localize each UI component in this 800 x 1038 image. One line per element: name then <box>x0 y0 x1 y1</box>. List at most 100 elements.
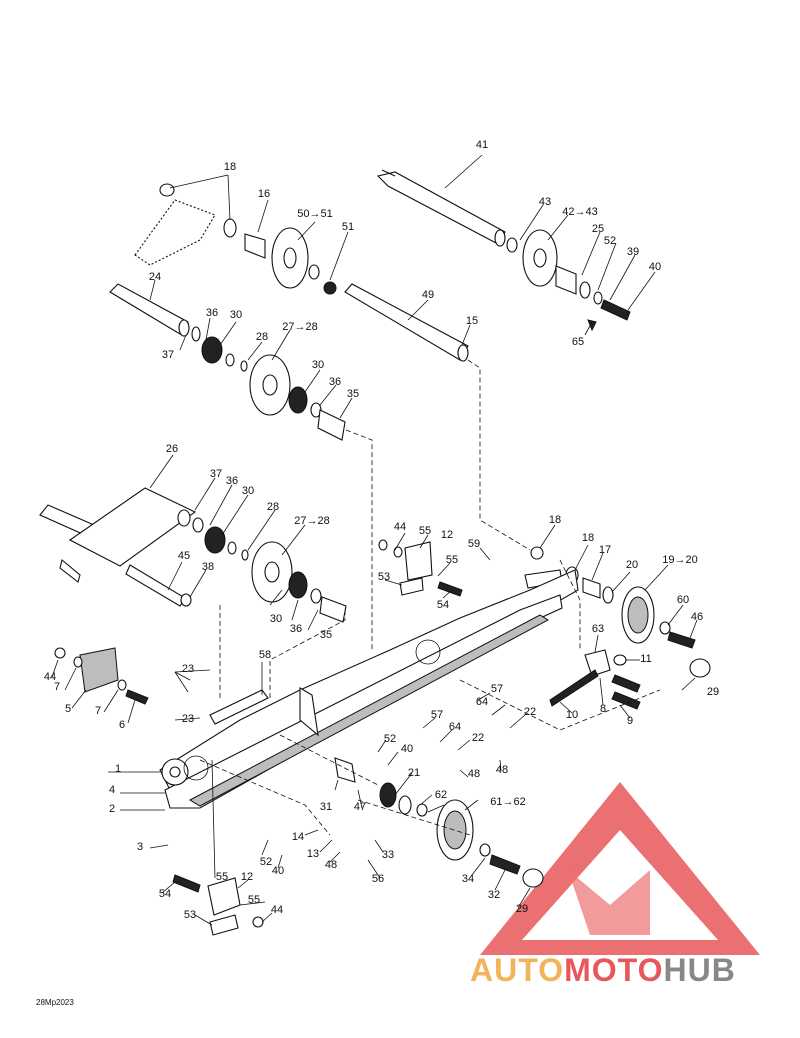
watermark-part-1: AUTO <box>470 952 565 988</box>
part-label: 14 <box>292 831 304 843</box>
watermark-part-2: MOTO <box>564 952 664 988</box>
part-label: 55 <box>446 554 458 566</box>
watermark-logo <box>480 782 760 955</box>
part-label: 8 <box>600 703 606 715</box>
part-label: 10 <box>566 709 578 721</box>
part-label: 39 <box>627 246 639 258</box>
part-label: 64 <box>476 696 488 708</box>
part-label: 55 <box>419 525 431 537</box>
shaft-24 <box>109 283 346 441</box>
part-label: 55 <box>248 894 260 906</box>
part-label: 48 <box>468 768 480 780</box>
part-label: 57 <box>491 683 503 695</box>
part-label: 55 <box>216 871 228 883</box>
part-label: 36 <box>329 376 341 388</box>
slide-rail <box>159 569 579 809</box>
part-label: 7 <box>54 681 60 693</box>
part-label: 40 <box>401 743 413 755</box>
slider-58 <box>209 689 269 725</box>
part-label: 29 <box>516 903 528 915</box>
lower-wheel-group <box>379 782 544 888</box>
part-label: 6 <box>119 719 125 731</box>
part-label: 33 <box>382 849 394 861</box>
part-label: 24 <box>149 271 161 283</box>
part-label: 13 <box>307 848 319 860</box>
part-label: 42→43 <box>562 206 597 218</box>
part-label: 54 <box>437 599 449 611</box>
shaft-49 <box>344 283 469 362</box>
part-label: 45 <box>178 550 190 562</box>
part-label: 25 <box>592 223 604 235</box>
part-label: 4 <box>109 784 115 796</box>
part-label: 3 <box>137 841 143 853</box>
part-label: 35 <box>347 388 359 400</box>
part-label: 40 <box>272 865 284 877</box>
bracket-12-center <box>378 539 463 597</box>
part-label: 36 <box>206 307 218 319</box>
bracket-18-top <box>134 183 337 295</box>
part-label: 37 <box>210 468 222 480</box>
part-label: 59 <box>468 538 480 550</box>
part-label: 30 <box>270 613 282 625</box>
part-label: 35 <box>320 629 332 641</box>
part-label: 36 <box>226 475 238 487</box>
arm-assembly-26 <box>39 487 347 623</box>
part-label: 52 <box>604 235 616 247</box>
part-label: 54 <box>159 888 171 900</box>
part-label: 43 <box>539 196 551 208</box>
bolts-right <box>549 649 641 710</box>
part-label: 20 <box>626 559 638 571</box>
part-label: 17 <box>599 544 611 556</box>
part-label: 40 <box>649 261 661 273</box>
watermark-text: AUTOMOTOHUB <box>470 952 736 989</box>
part-label: 5 <box>65 703 71 715</box>
part-label: 12 <box>441 529 453 541</box>
part-label: 61→62 <box>490 796 525 808</box>
part-label: 23 <box>182 663 194 675</box>
part-label: 46 <box>691 611 703 623</box>
part-label: 22 <box>524 706 536 718</box>
part-label: 28 <box>267 501 279 513</box>
part-label: 11 <box>640 653 651 665</box>
part-label: 48 <box>325 859 337 871</box>
part-label: 57 <box>431 709 443 721</box>
part-label: 52 <box>384 733 396 745</box>
part-label: 37 <box>162 349 174 361</box>
part-label: 48 <box>496 764 508 776</box>
part-label: 41 <box>476 139 488 151</box>
part-label: 53 <box>184 909 196 921</box>
part-label: 19→20 <box>662 554 697 566</box>
part-label: 12 <box>241 871 253 883</box>
part-label: 7 <box>95 705 101 717</box>
part-label: 15 <box>466 315 478 327</box>
part-label: 36 <box>290 623 302 635</box>
part-label: 53 <box>378 571 390 583</box>
part-label: 60 <box>677 594 689 606</box>
leader-lines <box>51 154 698 926</box>
part-label: 51 <box>342 221 354 233</box>
part-label: 27→28 <box>294 515 329 527</box>
part-label: 21 <box>408 767 420 779</box>
part-label: 9 <box>627 715 633 727</box>
part-label: 18 <box>582 532 594 544</box>
diagram-code: 28Mp2023 <box>36 998 74 1007</box>
part-label: 62 <box>435 789 447 801</box>
part-label: 28 <box>256 331 268 343</box>
part-label: 18 <box>549 514 561 526</box>
stopper-5 <box>54 647 149 705</box>
part-label: 63 <box>592 623 604 635</box>
part-label: 50→51 <box>297 208 332 220</box>
part-label: 44 <box>271 904 283 916</box>
detail-circle <box>183 755 209 781</box>
part-label: 44 <box>394 521 406 533</box>
part-label: 32 <box>488 889 500 901</box>
part-label: 64 <box>449 721 461 733</box>
part-label: 26 <box>166 443 178 455</box>
part-label: 31 <box>320 801 332 813</box>
part-label: 34 <box>462 873 474 885</box>
part-label: 2 <box>109 803 115 815</box>
part-label: 30 <box>312 359 324 371</box>
part-label: 49 <box>422 289 434 301</box>
